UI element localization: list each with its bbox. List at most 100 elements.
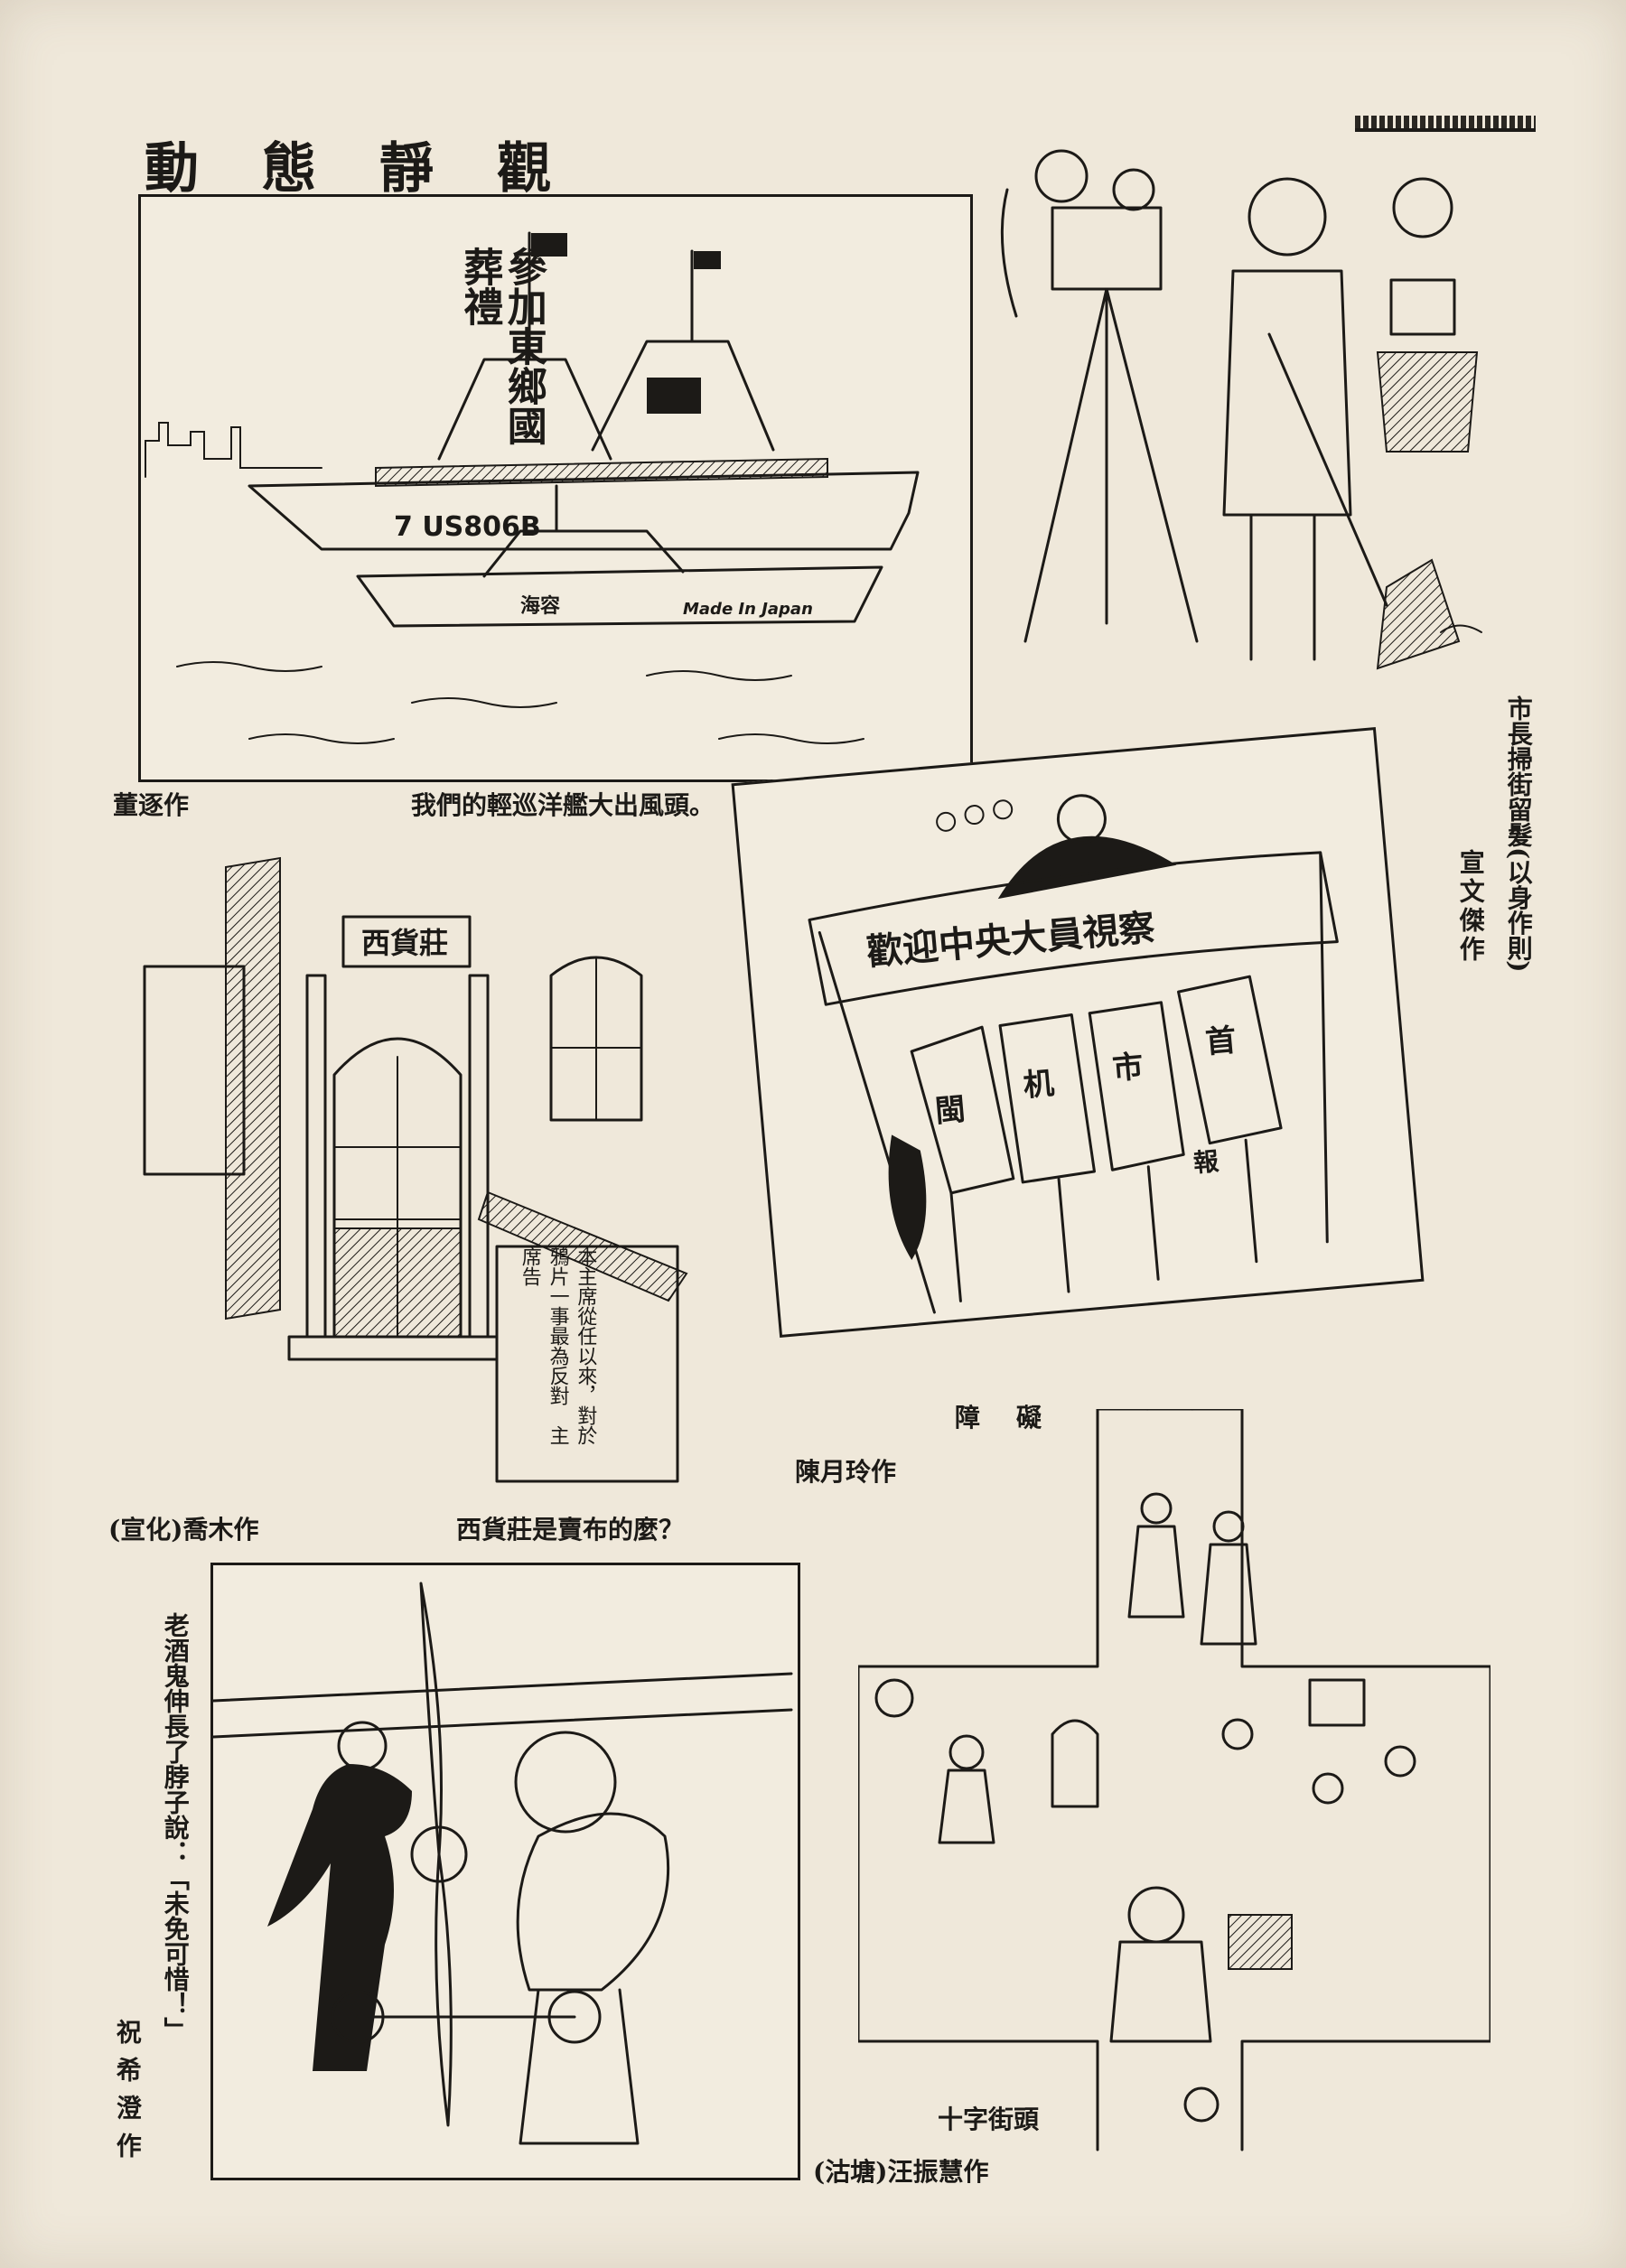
warship-drawing: 7 US806B 海容 Made In Japan xyxy=(145,231,920,744)
mayor-head xyxy=(1248,177,1327,257)
bubble-icon xyxy=(993,799,1014,820)
cruiser-funnel xyxy=(647,378,701,414)
child-head xyxy=(1183,2086,1220,2123)
cruiser-superstructure xyxy=(437,358,612,461)
wave-line xyxy=(718,733,864,744)
door-pillar xyxy=(305,974,327,1339)
banner-text: 歡迎中央大員視察 xyxy=(864,906,1156,974)
banner-pole xyxy=(1319,851,1329,1244)
figure-label: 机 xyxy=(1022,1066,1055,1105)
banner-pole xyxy=(818,930,936,1314)
propeller-blade xyxy=(435,1853,453,2127)
movie-camera-icon xyxy=(1051,206,1163,291)
crossroads-outline xyxy=(858,1409,1490,2151)
figure-coat xyxy=(998,1013,1096,1184)
mayor-drawing xyxy=(1000,149,1482,670)
pedestrian-figure xyxy=(1127,1525,1185,1619)
mayor-author: 宣文傑作 xyxy=(1455,849,1486,965)
figure-coat xyxy=(910,1025,1015,1195)
pedestrian-head xyxy=(948,1734,985,1770)
cruiser-deck xyxy=(375,457,828,488)
flag-icon xyxy=(531,233,567,257)
official-silhouette xyxy=(997,835,1177,900)
pedestrian-head xyxy=(1140,1492,1173,1525)
store-caption: 西貨莊是賣布的麼？ xyxy=(456,1515,685,1545)
shop-sign-text: 西貨莊 xyxy=(361,926,448,960)
figure-leg xyxy=(1146,1165,1160,1281)
signature-scribble xyxy=(1440,624,1482,633)
pedestrian-head xyxy=(1212,1510,1245,1543)
made-in-label: Made In Japan xyxy=(683,600,813,619)
cruiser-hull-number: 7 US806B xyxy=(394,511,541,543)
broom-icon xyxy=(1376,558,1461,670)
gate-arch xyxy=(1051,1719,1099,1808)
airplane-author: 祝希澄作 xyxy=(112,2019,143,2170)
small-boat-cabin xyxy=(482,529,685,578)
pedestrian-head xyxy=(1384,1745,1416,1778)
wave-line xyxy=(248,733,395,744)
figure-label: 報 xyxy=(1192,1146,1221,1178)
wall-shading xyxy=(225,856,281,1321)
photographer-trousers xyxy=(1376,351,1479,453)
wing-edge xyxy=(213,1708,793,1739)
small-boat-hull xyxy=(356,565,883,628)
cruiser-hull xyxy=(248,471,920,551)
store-notice-text: 本主席從任以來，對於鴉片一事最為反對 主席告 xyxy=(518,1246,597,1445)
figure-leg xyxy=(949,1191,962,1302)
drunkard-robe xyxy=(519,1988,640,2145)
airplane-drawing xyxy=(213,1582,793,2145)
banner-caption: 障礙 xyxy=(955,1403,1079,1433)
tree-silhouette xyxy=(888,1134,927,1260)
warship-sign: 參加東鄉國葬禮 xyxy=(456,247,547,445)
banner-cartoon: 歡迎中央大員視察 閩 机 市 首 報 xyxy=(731,726,1425,1339)
door-lower-panel xyxy=(333,1227,462,1338)
photographer-head xyxy=(1392,177,1453,238)
broom-handle xyxy=(1267,332,1388,607)
wave-line xyxy=(176,661,322,672)
film-reel-icon xyxy=(1034,149,1089,203)
wave-line xyxy=(411,697,557,708)
wing-edge xyxy=(213,1672,793,1703)
sign-icon xyxy=(874,1678,914,1718)
figure-label: 市 xyxy=(1111,1049,1145,1087)
arched-window xyxy=(549,956,643,1122)
figure-coat xyxy=(1088,1001,1185,1171)
pedestrian-head xyxy=(1221,1718,1254,1750)
bubble-icon xyxy=(936,811,957,832)
arched-door xyxy=(332,1037,463,1339)
notice-board xyxy=(495,1245,679,1483)
store-author: (宣化)喬木作 xyxy=(108,1515,259,1545)
film-reel-icon-2 xyxy=(1112,168,1155,211)
tripod-leg xyxy=(1023,287,1108,643)
cruiser-bridge xyxy=(591,340,775,452)
crossroads-drawing xyxy=(858,1409,1490,2151)
store-drawing: 西貨莊 xyxy=(143,856,688,1483)
banner-drawing: 歡迎中央大員視察 閩 机 市 首 報 xyxy=(808,794,1339,1314)
rickshaw-man-head xyxy=(1127,1886,1185,1944)
airplane-cartoon xyxy=(210,1563,800,2180)
drunkard-head xyxy=(514,1731,617,1834)
crossroads-caption: 十字街頭 xyxy=(938,2105,1040,2134)
crossroads-cartoon xyxy=(858,1409,1490,2168)
cameraman-outline xyxy=(1000,188,1018,318)
crossroads-author: (沽塘)汪振慧作 xyxy=(813,2157,989,2187)
warship-cartoon: 7 US806B 海容 Made In Japan 參加東鄉國葬禮 xyxy=(138,194,973,782)
woman-head xyxy=(337,1721,388,1771)
warship-author: 董逐作 xyxy=(113,790,190,820)
shop-signboard xyxy=(341,915,472,968)
flag-icon-2 xyxy=(694,251,721,269)
mayor-caption: 市長掃街留髮(以身作則) xyxy=(1503,695,1534,973)
wave-line xyxy=(646,670,792,681)
airplane-caption: 老酒鬼伸長了脖子說：「未免可惜！」 xyxy=(160,1612,191,2042)
banner-author: 陳月玲作 xyxy=(795,1457,897,1487)
figure-leg xyxy=(1244,1138,1258,1264)
drunkard-body xyxy=(516,1812,670,1992)
figure-coat xyxy=(1177,975,1283,1145)
tripod-leg xyxy=(1105,287,1199,643)
propeller-icon xyxy=(419,1582,443,1856)
rickshaw-man-body xyxy=(1109,1940,1212,2043)
store-cartoon: 西貨莊 本主席從任以來，對於鴉片一事最為反對 主席告 xyxy=(126,849,723,1499)
figure-label: 首 xyxy=(1204,1022,1238,1061)
propeller-hub xyxy=(410,1825,468,1883)
small-boat-name: 海容 xyxy=(520,594,560,618)
